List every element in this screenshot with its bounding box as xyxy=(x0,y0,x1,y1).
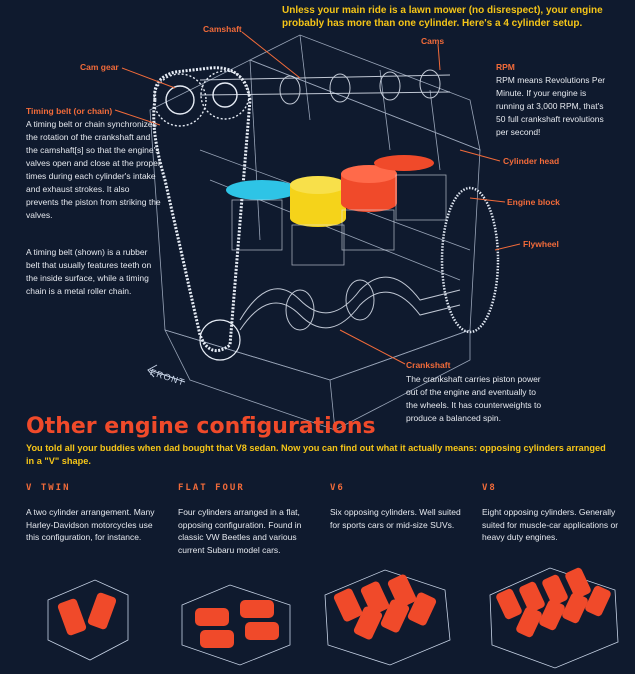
crankshaft-shape xyxy=(239,276,461,331)
v-twin-illustration xyxy=(47,579,129,661)
config-title-flat-four: FLAT FOUR xyxy=(178,483,245,493)
config-title-v-twin: V TWIN xyxy=(26,483,71,493)
v6-illustration xyxy=(324,569,451,666)
v8-illustration xyxy=(489,567,619,669)
flat-four-illustration xyxy=(181,584,291,666)
cylinder-head-label: Cylinder head xyxy=(503,156,560,166)
timing-belt-label: Timing belt (or chain) xyxy=(26,106,113,116)
crankshaft-description: The crankshaft carries piston power out … xyxy=(406,374,542,423)
cylinders xyxy=(226,155,434,227)
crank-pulley xyxy=(199,319,241,361)
timing-belt-shape xyxy=(152,66,252,353)
rpm-description: RPM means Revolutions Per Minute. If you… xyxy=(496,75,606,137)
flywheel-label: Flywheel xyxy=(523,239,559,249)
intro-text: Unless your main ride is a lawn mower (n… xyxy=(282,5,603,29)
front-arrow xyxy=(147,364,186,383)
flywheel-shape xyxy=(440,186,500,334)
config-desc-flat-four: Four cylinders arranged in a flat, oppos… xyxy=(178,507,302,555)
camshaft-label: Camshaft xyxy=(203,24,242,34)
rpm-title: RPM xyxy=(496,62,515,72)
config-desc-v8: Eight opposing cylinders. Generally suit… xyxy=(482,507,619,542)
timing-belt-description-2: A timing belt (shown) is a rubber belt t… xyxy=(26,247,152,296)
config-desc-v6: Six opposing cylinders. Well suited for … xyxy=(330,507,461,530)
timing-belt-description: A timing belt or chain synchronizes the … xyxy=(26,119,161,220)
engine-block-wireframe xyxy=(149,34,481,431)
section-subtitle: You told all your buddies when dad bough… xyxy=(26,443,606,466)
engine-block-label: Engine block xyxy=(507,197,560,207)
cam-gear-label: Cam gear xyxy=(80,62,119,72)
cams-label: Cams xyxy=(421,36,445,46)
crankshaft-label: Crankshaft xyxy=(406,360,451,370)
leader-lines xyxy=(114,31,521,365)
config-title-v8: V8 xyxy=(482,483,497,493)
config-title-v6: V6 xyxy=(330,483,345,493)
section-title: Other engine configurations xyxy=(26,414,376,439)
config-desc-v-twin: A two cylinder arrangement. Many Harley-… xyxy=(26,507,155,542)
